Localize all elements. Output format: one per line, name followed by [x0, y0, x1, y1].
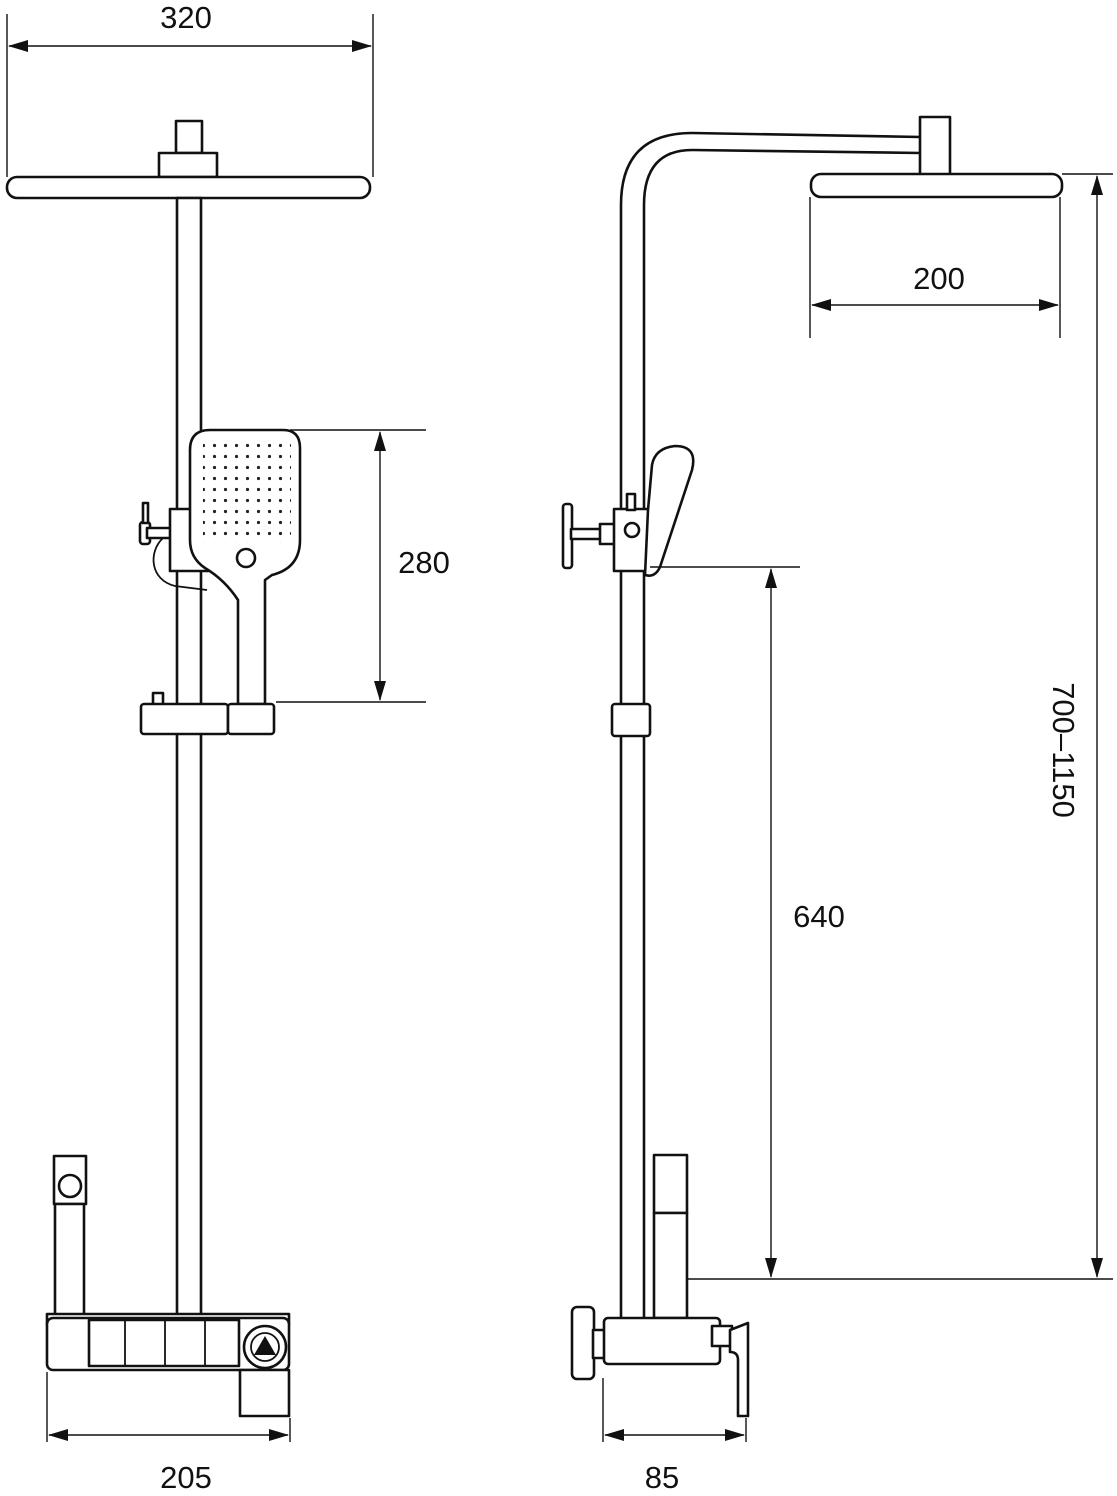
dim-700-1150-label: 700–1150: [1046, 682, 1081, 818]
front-spout-pipe: [53, 1202, 86, 1321]
front-spray-nozzles: [203, 440, 291, 543]
front-mixer-dial-inner: [250, 1332, 280, 1362]
front-shelf-right: [226, 702, 276, 736]
front-rain-head: [5, 175, 372, 200]
dim-280-label: 280: [398, 545, 450, 580]
side-holder-pin: [625, 492, 637, 512]
front-view: [5, 119, 372, 1418]
front-head-connector-top: [174, 119, 204, 155]
side-holder-screw: [623, 521, 641, 539]
side-spout-top: [652, 1153, 689, 1215]
side-rain-head: [809, 172, 1064, 199]
side-hand-shower: [643, 444, 695, 577]
front-mixer-panel: [87, 1318, 241, 1368]
side-mixer-handle-cap: [570, 1305, 596, 1381]
dim-205-label: 205: [160, 1460, 212, 1495]
front-dimensions: 320 280 205: [6, 0, 450, 1495]
front-head-connector-base: [157, 151, 219, 179]
side-slide-bracket: [610, 702, 652, 738]
side-dimensions: 200 640 700–1150 85: [602, 173, 1113, 1495]
side-mixer-lever: [728, 1321, 750, 1418]
side-holder-clamp: [612, 507, 652, 573]
front-spout-outlet: [57, 1173, 83, 1199]
dim-640-label: 640: [793, 899, 845, 934]
front-hand-shower-button: [235, 547, 257, 569]
dim-320-label: 320: [160, 0, 212, 35]
front-shelf-left: [139, 702, 230, 736]
front-mixer-dial-marker: [254, 1336, 276, 1355]
front-riser-pipe: [175, 196, 203, 1320]
side-view: [561, 115, 1064, 1418]
front-holder-arm: [152, 537, 208, 591]
front-mixer-outlet-block: [238, 1368, 291, 1418]
dim-200-label: 200: [913, 261, 965, 296]
side-head-connector: [918, 115, 952, 177]
front-holder-stem: [141, 501, 150, 525]
side-mixer-body: [602, 1316, 722, 1366]
dim-85-label: 85: [645, 1460, 679, 1495]
side-spout-pipe: [652, 1211, 689, 1320]
